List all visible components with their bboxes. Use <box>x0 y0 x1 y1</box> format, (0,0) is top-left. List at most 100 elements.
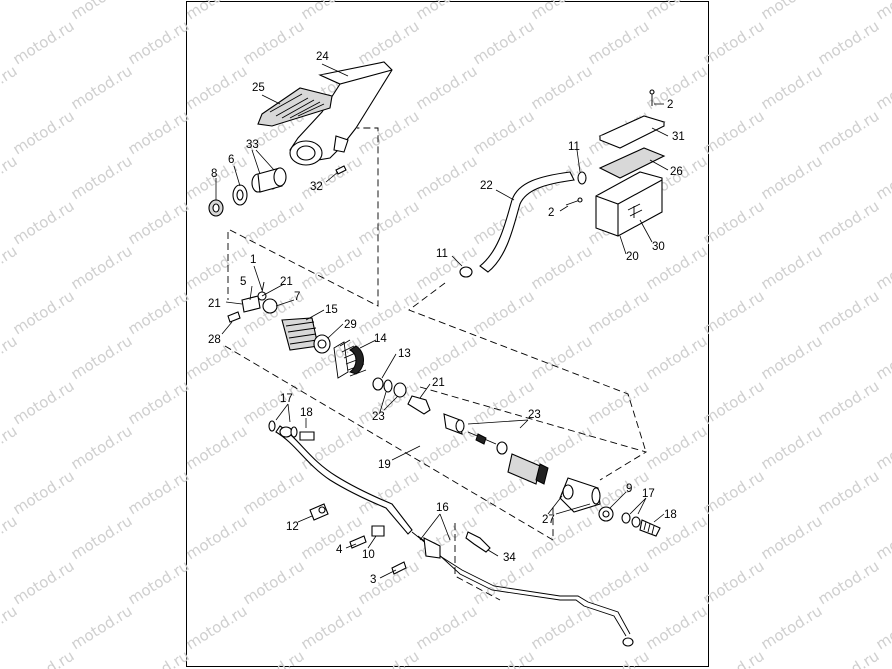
callout-15: 15 <box>325 304 338 316</box>
watermark-text: motod.ru <box>183 422 251 474</box>
watermark-text: motod.ru <box>700 17 768 69</box>
watermark-text: motod.ru <box>10 647 78 669</box>
pushrod-group <box>227 281 278 323</box>
callout-9: 9 <box>626 483 632 495</box>
callout-20: 20 <box>626 251 639 263</box>
watermark-text: motod.ru <box>183 602 251 654</box>
watermark-text: motod.ru <box>183 512 251 564</box>
watermark-text: motod.ru <box>0 62 20 114</box>
watermark-text: motod.ru <box>758 332 826 384</box>
watermark-text: motod.ru <box>643 422 711 474</box>
watermark-text: motod.ru <box>355 647 423 669</box>
callout-5: 5 <box>240 276 246 288</box>
watermark-text: motod.ru <box>0 332 20 384</box>
watermark-text: motod.ru <box>643 62 711 114</box>
callout-26: 26 <box>670 166 683 178</box>
watermark-text: motod.ru <box>10 467 78 519</box>
callout-31: 31 <box>672 131 685 143</box>
watermark-text: motod.ru <box>125 557 193 609</box>
callout-27: 27 <box>542 514 555 526</box>
watermark-text: motod.ru <box>413 0 481 23</box>
watermark-text: motod.ru <box>758 422 826 474</box>
watermark-text: motod.ru <box>758 512 826 564</box>
watermark-text: motod.ru <box>528 242 596 294</box>
callout-13: 13 <box>398 348 411 360</box>
watermark-text: motod.ru <box>758 0 826 23</box>
alignment-lines <box>224 127 648 601</box>
watermark-text: motod.ru <box>0 152 20 204</box>
callout-21-left: 21 <box>208 298 221 310</box>
bolt-part-3 <box>391 561 407 575</box>
watermark-text: motod.ru <box>758 62 826 114</box>
watermark-text: motod.ru <box>68 332 136 384</box>
watermark-text: motod.ru <box>125 467 193 519</box>
watermark-text: motod.ru <box>355 197 423 249</box>
watermark-text: motod.ru <box>873 62 892 114</box>
bushing-part-8 <box>208 199 224 217</box>
washer-part-9 <box>598 506 614 522</box>
watermark-text: motod.ru <box>643 602 711 654</box>
watermark-text: motod.ru <box>125 107 193 159</box>
watermark-text: motod.ru <box>68 422 136 474</box>
watermark-text: motod.ru <box>68 0 136 23</box>
callout-4: 4 <box>336 544 343 556</box>
watermark-text: motod.ru <box>700 377 768 429</box>
callout-28: 28 <box>208 334 221 346</box>
watermark-text: motod.ru <box>413 332 481 384</box>
ring-part-13 <box>372 377 384 391</box>
watermark-text: motod.ru <box>585 377 653 429</box>
watermark-text: motod.ru <box>298 512 366 564</box>
watermark-text: motod.ru <box>240 647 308 669</box>
watermark-text: motod.ru <box>873 242 892 294</box>
watermark-text: motod.ru <box>758 602 826 654</box>
watermark-text: motod.ru <box>700 287 768 339</box>
callout-17-left: 17 <box>280 393 293 405</box>
callout-1: 1 <box>250 254 256 266</box>
watermark-text: motod.ru <box>298 242 366 294</box>
callout-30: 30 <box>652 241 665 253</box>
callout-29: 29 <box>344 319 357 331</box>
callout-17-right: 17 <box>642 488 655 500</box>
watermark-text: motod.ru <box>528 512 596 564</box>
watermark-text: motod.ru <box>528 0 596 23</box>
watermark-text: motod.ru <box>413 422 481 474</box>
callout-2-side: 2 <box>548 207 554 219</box>
clamp-part-11-lower <box>459 266 473 278</box>
pedal-pad-part-25 <box>257 87 333 127</box>
watermark-text: motod.ru <box>10 197 78 249</box>
watermark-text: motod.ru <box>815 467 883 519</box>
watermark-text: motod.ru <box>355 287 423 339</box>
watermark-text: motod.ru <box>470 557 538 609</box>
watermark-text: motod.ru <box>0 242 20 294</box>
watermark-text: motod.ru <box>240 467 308 519</box>
watermark-text: motod.ru <box>700 467 768 519</box>
watermark-text: motod.ru <box>298 422 366 474</box>
clip-part-10 <box>371 525 385 537</box>
callout-32: 32 <box>310 181 323 193</box>
watermark-text: motod.ru <box>528 62 596 114</box>
watermark-text: motod.ru <box>240 377 308 429</box>
callout-8: 8 <box>211 168 217 180</box>
washer-part-29 <box>313 334 331 354</box>
watermark-text: motod.ru <box>240 557 308 609</box>
watermark-text: motod.ru <box>125 197 193 249</box>
watermark-text: motod.ru <box>355 17 423 69</box>
callout-21-rod: 21 <box>432 377 445 389</box>
brake-line-part-19 <box>275 425 413 535</box>
watermark-text: motod.ru <box>815 647 883 669</box>
watermark-text: motod.ru <box>758 152 826 204</box>
banjo-bolt-part-18-left <box>299 431 315 441</box>
watermark-text: motod.ru <box>815 557 883 609</box>
watermark-text: motod.ru <box>700 557 768 609</box>
callout-2-top: 2 <box>667 99 673 111</box>
watermark-text: motod.ru <box>873 422 892 474</box>
banjo-bolt-part-18-right <box>639 519 661 537</box>
callout-18-left: 18 <box>300 407 313 419</box>
callout-24: 24 <box>316 51 329 63</box>
spring-part-14 <box>333 339 367 379</box>
callout-10: 10 <box>362 549 375 561</box>
watermark-text: motod.ru <box>873 0 892 23</box>
callout-7: 7 <box>294 291 300 303</box>
pushrod-part-21 <box>407 395 431 415</box>
